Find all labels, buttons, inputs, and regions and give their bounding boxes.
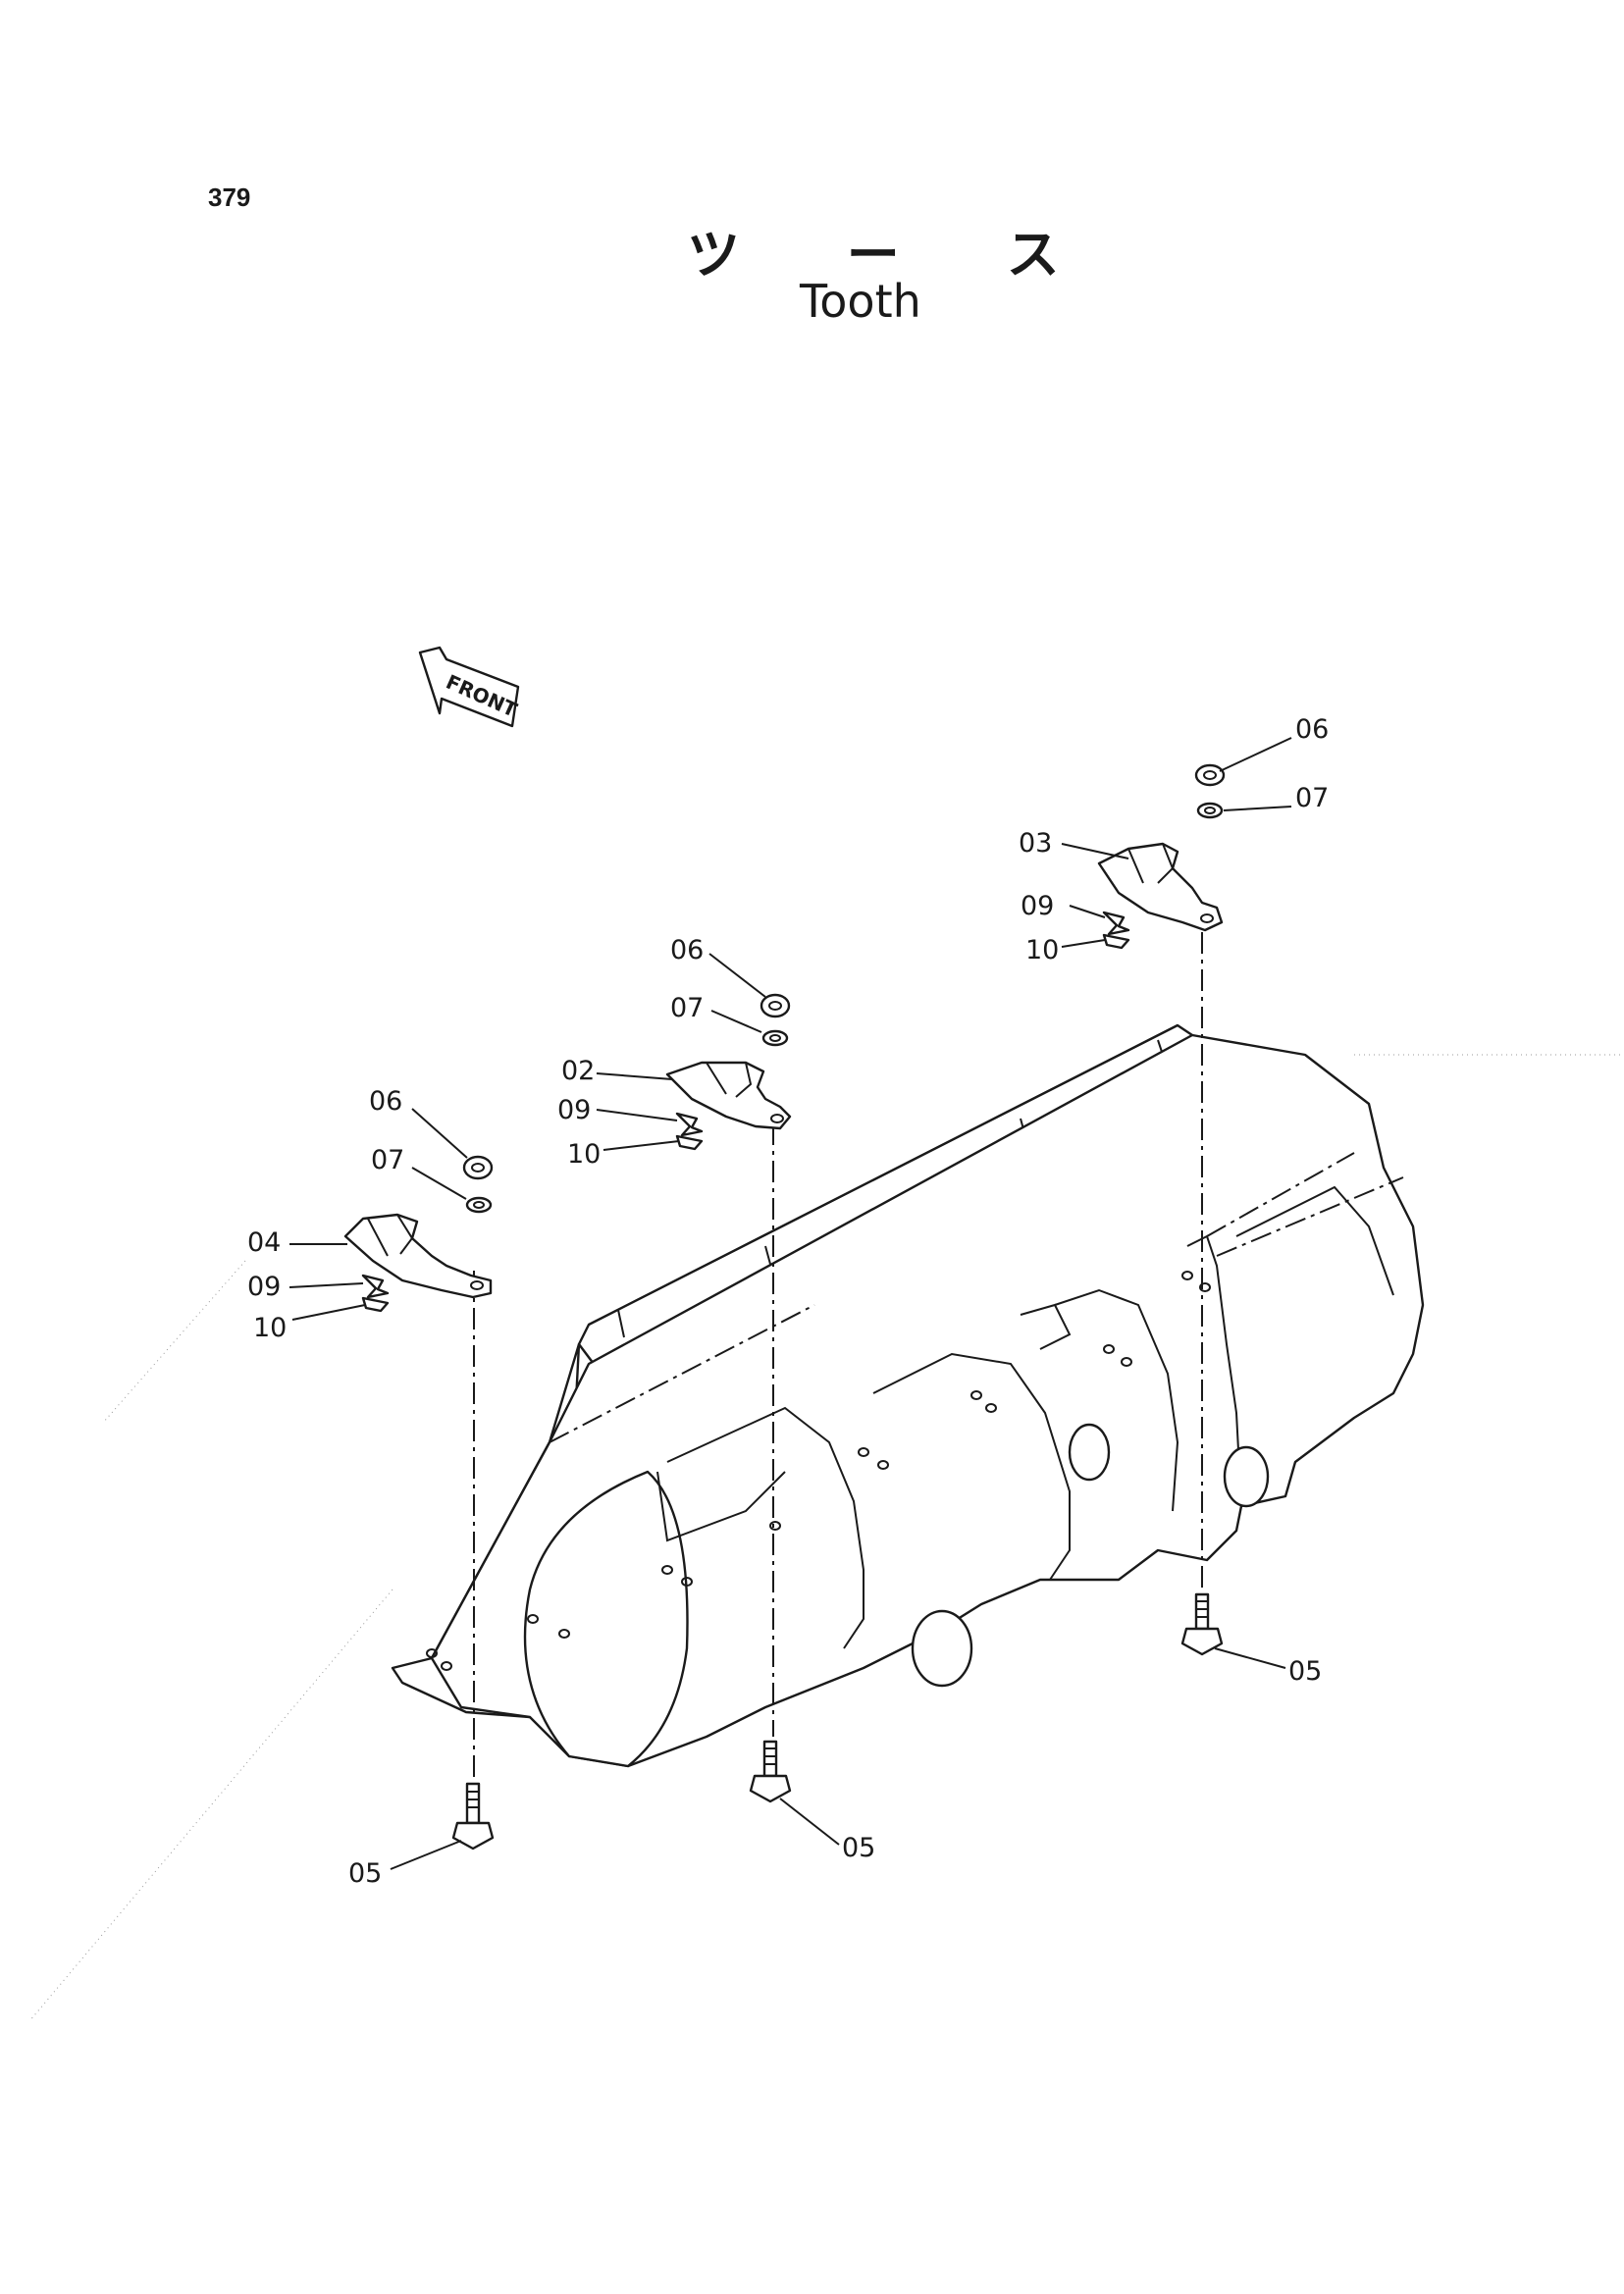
bolt-holes: [426, 1271, 1211, 1671]
scan-artifact-line: [28, 1589, 393, 2022]
bolt-middle: [749, 1740, 792, 1803]
pin-icon: [1102, 911, 1130, 936]
bolt-right: [1180, 1592, 1224, 1656]
callout-02: 02: [561, 1056, 595, 1086]
callout-05-left: 05: [348, 1858, 382, 1889]
tooth-adapter-icon: [1097, 842, 1224, 932]
washer-icon: [1196, 802, 1224, 819]
callout-07-right: 07: [1295, 783, 1329, 813]
callout-05-right: 05: [1288, 1656, 1322, 1687]
callout-10-left: 10: [253, 1313, 287, 1343]
callout-07-middle: 07: [670, 993, 704, 1023]
page-title-english: Tooth: [800, 275, 921, 328]
bolt-left: [451, 1782, 495, 1851]
lock-icon: [361, 1296, 390, 1313]
tooth-adapter-icon: [343, 1213, 493, 1299]
tooth-adapter-icon: [665, 1061, 792, 1130]
tooth-assembly-middle: [665, 993, 792, 1151]
washer-icon: [465, 1196, 493, 1214]
callout-06-middle: 06: [670, 935, 704, 965]
bolt-icon: [451, 1782, 495, 1851]
bolt-icon: [1180, 1592, 1224, 1656]
callout-09-right: 09: [1021, 891, 1054, 921]
callout-03: 03: [1019, 828, 1052, 859]
callout-06-left: 06: [369, 1086, 402, 1117]
tooth-assembly-right: [1097, 763, 1226, 950]
leader-lines: [288, 737, 1292, 1870]
callout-07-left: 07: [371, 1145, 404, 1175]
callout-09-left: 09: [247, 1272, 281, 1302]
callout-10-right: 10: [1025, 935, 1059, 965]
bolt-icon: [749, 1740, 792, 1803]
scan-artifact-line: [102, 1260, 246, 1424]
tooth-assembly-left: [343, 1155, 494, 1313]
callout-10-middle: 10: [567, 1139, 601, 1170]
callout-06-right: 06: [1295, 714, 1329, 745]
callout-09-middle: 09: [557, 1095, 591, 1125]
callout-05-middle: 05: [842, 1833, 875, 1863]
lock-icon: [1102, 933, 1130, 950]
callout-04: 04: [247, 1227, 281, 1258]
pin-icon: [361, 1274, 390, 1299]
page-number: 379: [208, 182, 251, 212]
nut-icon: [1194, 763, 1226, 787]
page-title-japanese: ツ ー ス: [687, 224, 1070, 286]
bucket-body: [391, 1023, 1425, 1768]
nut-icon: [760, 993, 791, 1018]
front-direction-arrow: FRONT: [418, 646, 521, 728]
washer-icon: [761, 1029, 789, 1047]
pin-icon: [675, 1112, 704, 1137]
nut-icon: [462, 1155, 494, 1180]
lock-icon: [675, 1134, 704, 1151]
